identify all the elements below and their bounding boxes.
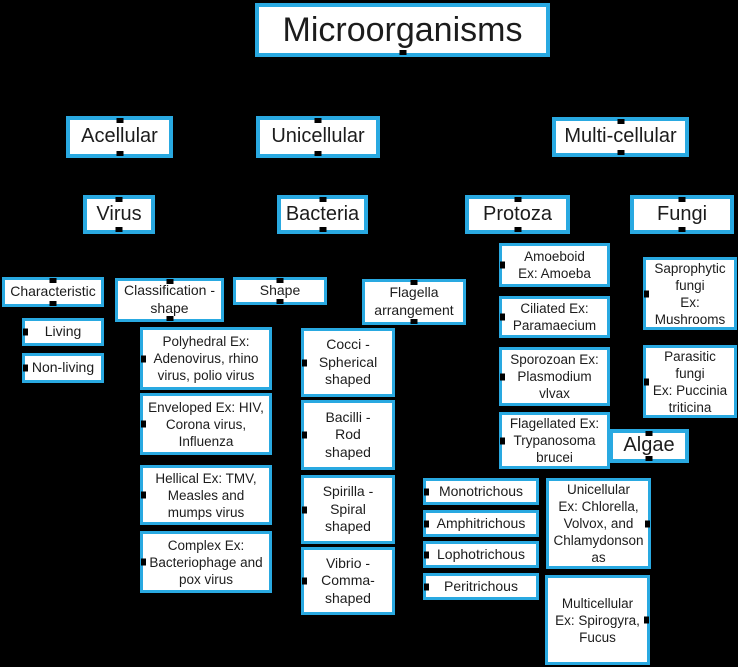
node-algae-multicellular: Multicellular Ex: Spirogyra, Fucus [545, 575, 650, 665]
node-monotrichous: Monotrichous [423, 478, 539, 505]
node-microorganisms: Microorganisms [255, 3, 550, 57]
node-non-living: Non-living [22, 353, 104, 383]
node-ciliated: Ciliated Ex: Paramaecium [499, 296, 610, 338]
node-characteristic: Characteristic [2, 277, 104, 307]
node-bacilli: Bacilli - Rod shaped [301, 400, 395, 470]
node-amphitrichous: Amphitrichous [423, 510, 539, 537]
node-living: Living [22, 318, 104, 346]
node-peritrichous: Peritrichous [423, 573, 539, 600]
node-polyhedral: Polyhedral Ex: Adenovirus, rhino virus, … [140, 327, 272, 390]
node-enveloped: Enveloped Ex: HIV, Corona virus, Influen… [140, 393, 272, 455]
node-virus: Virus [83, 195, 155, 234]
node-algae-unicellular: Unicellular Ex: Chlorella, Volvox, and C… [546, 478, 651, 569]
node-acellular: Acellular [66, 116, 173, 158]
node-shape: Shape [233, 277, 327, 305]
node-cocci: Cocci - Spherical shaped [301, 328, 395, 397]
node-fungi: Fungi [630, 195, 734, 234]
node-bacteria: Bacteria [277, 195, 368, 234]
node-vibrio: Vibrio - Comma- shaped [301, 547, 395, 615]
node-flagella-arrangement: Flagella arrangement [362, 279, 466, 325]
node-spirilla: Spirilla - Spiral shaped [301, 475, 395, 544]
node-protoza: Protoza [465, 195, 570, 234]
node-amoeboid: Amoeboid Ex: Amoeba [499, 243, 610, 287]
node-algae: Algae [609, 429, 689, 463]
node-lophotrichous: Lophotrichous [423, 541, 539, 568]
node-multi-cellular: Multi-cellular [552, 117, 689, 157]
node-classification-shape: Classification - shape [115, 278, 224, 322]
node-flagellated: Flagellated Ex: Trypanosoma brucei [499, 412, 610, 469]
node-sporozoan: Sporozoan Ex: Plasmodium vlvax [499, 347, 610, 406]
node-complex: Complex Ex: Bacteriophage and pox virus [140, 531, 272, 593]
node-unicellular: Unicellular [256, 116, 380, 158]
node-parasitic-fungi: Parasitic fungi Ex: Puccinia triticina [643, 345, 737, 418]
node-hellical: Hellical Ex: TMV, Measles and mumps viru… [140, 465, 272, 525]
node-saprophytic-fungi: Saprophytic fungi Ex: Mushrooms [643, 257, 737, 330]
